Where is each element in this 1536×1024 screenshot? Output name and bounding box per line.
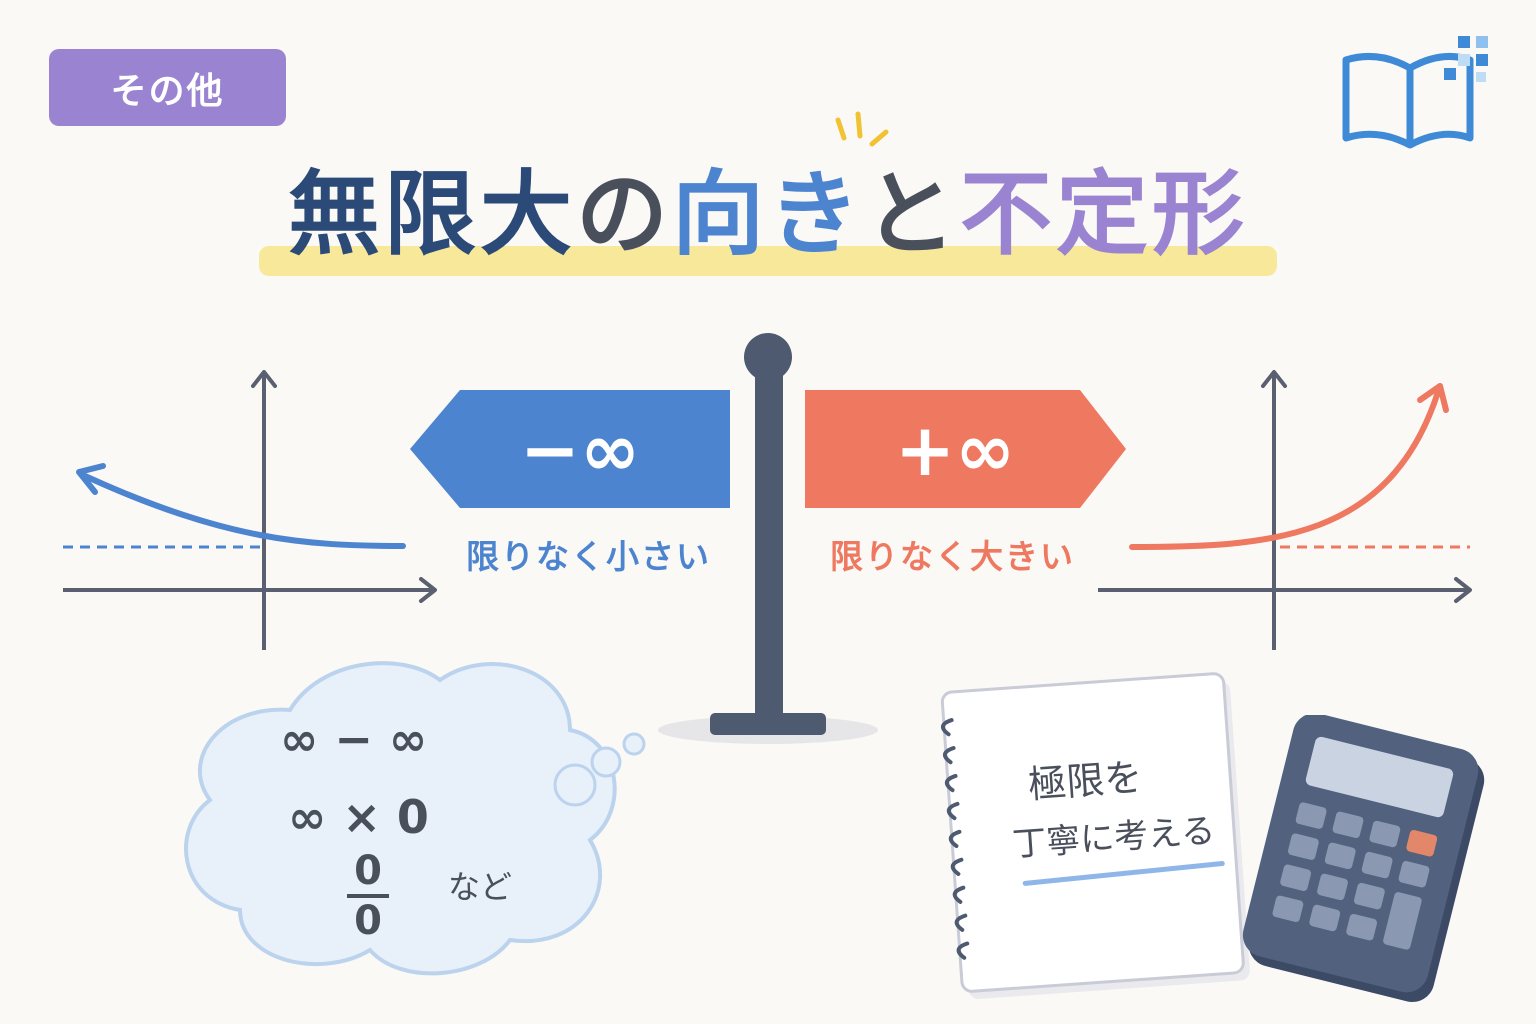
title-highlight — [259, 246, 1277, 276]
signpost-icon — [410, 333, 1126, 744]
caption-infinitely-large: 限りなく大きい — [830, 537, 1075, 576]
title-part-no: の — [575, 161, 672, 268]
expression-inf-times-zero: ∞ × 0 — [288, 790, 429, 844]
page-title: 無限大の向きと不定形 — [0, 160, 1536, 270]
plus-infinity-sign: +∞ — [894, 408, 1016, 492]
title-part-to: と — [864, 161, 961, 268]
title-part-infinity: 無限大 — [287, 161, 576, 268]
calculator-icon — [1242, 715, 1485, 1003]
thought-cloud — [184, 661, 646, 976]
expression-zero-over-zero: 0 0 — [343, 850, 393, 942]
title-part-indeterminate: 不定形 — [960, 161, 1249, 268]
etc-label: など — [448, 868, 513, 906]
fraction-numerator: 0 — [354, 848, 382, 894]
sparkle-icon — [835, 111, 889, 147]
title-part-direction: 向き — [671, 161, 864, 268]
fraction-bar — [347, 894, 389, 898]
expression-inf-minus-inf: ∞ − ∞ — [280, 712, 428, 766]
category-badge: その他 — [49, 49, 286, 126]
right-graph — [1098, 370, 1472, 650]
notebook-icon — [940, 672, 1250, 999]
book-icon — [1342, 36, 1488, 149]
notebook-line-1: 極限を — [1026, 755, 1144, 807]
caption-infinitely-small: 限りなく小さい — [466, 537, 711, 576]
minus-infinity-sign: −∞ — [519, 408, 641, 492]
fraction-denominator: 0 — [354, 898, 382, 944]
left-graph — [63, 370, 437, 650]
